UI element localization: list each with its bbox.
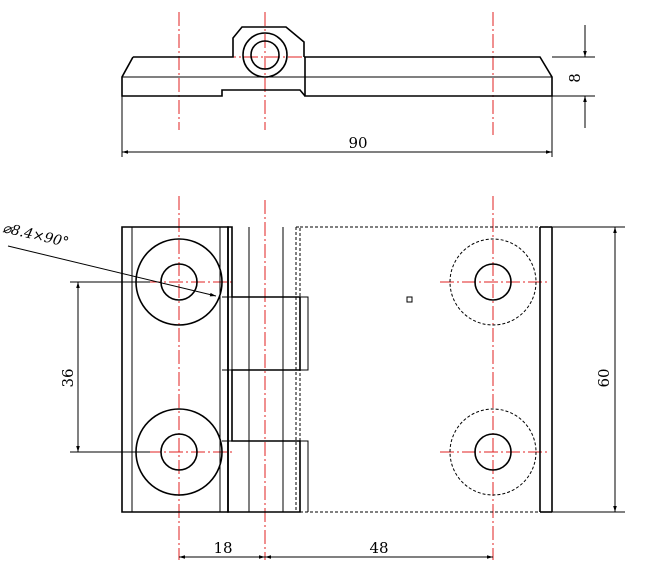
dim-spacing-label: 36: [59, 368, 77, 387]
hole-bottom-right-bore: [474, 433, 512, 471]
dim-thickness-label: 8: [566, 73, 584, 83]
knuckle-bottom-segment: [222, 440, 309, 512]
callout-leader: [7, 245, 217, 297]
side-knuckle-pin: [250, 40, 280, 70]
side-view: 8 90: [121, 12, 595, 157]
hole-top-right-bore: [474, 263, 512, 301]
hole-top-left-bore: [160, 263, 198, 301]
dim-height-label: 60: [595, 368, 613, 387]
dim-right-offset-label: 48: [369, 539, 388, 557]
reference-mark: [406, 296, 413, 303]
hole-bottom-left-bore: [160, 433, 198, 471]
hole-bottom-right-countersink: [449, 408, 537, 496]
knuckle-mid-segment: [222, 296, 309, 371]
dim-left-offset-label: 18: [213, 539, 232, 557]
dim-length-label: 90: [348, 134, 367, 152]
front-view: ⌀8.4×90° 36 60 18 48: [1, 196, 625, 560]
hole-top-right-countersink: [449, 238, 537, 326]
side-right-leaf: [304, 56, 553, 97]
right-leaf-hidden-edge: [295, 226, 301, 512]
